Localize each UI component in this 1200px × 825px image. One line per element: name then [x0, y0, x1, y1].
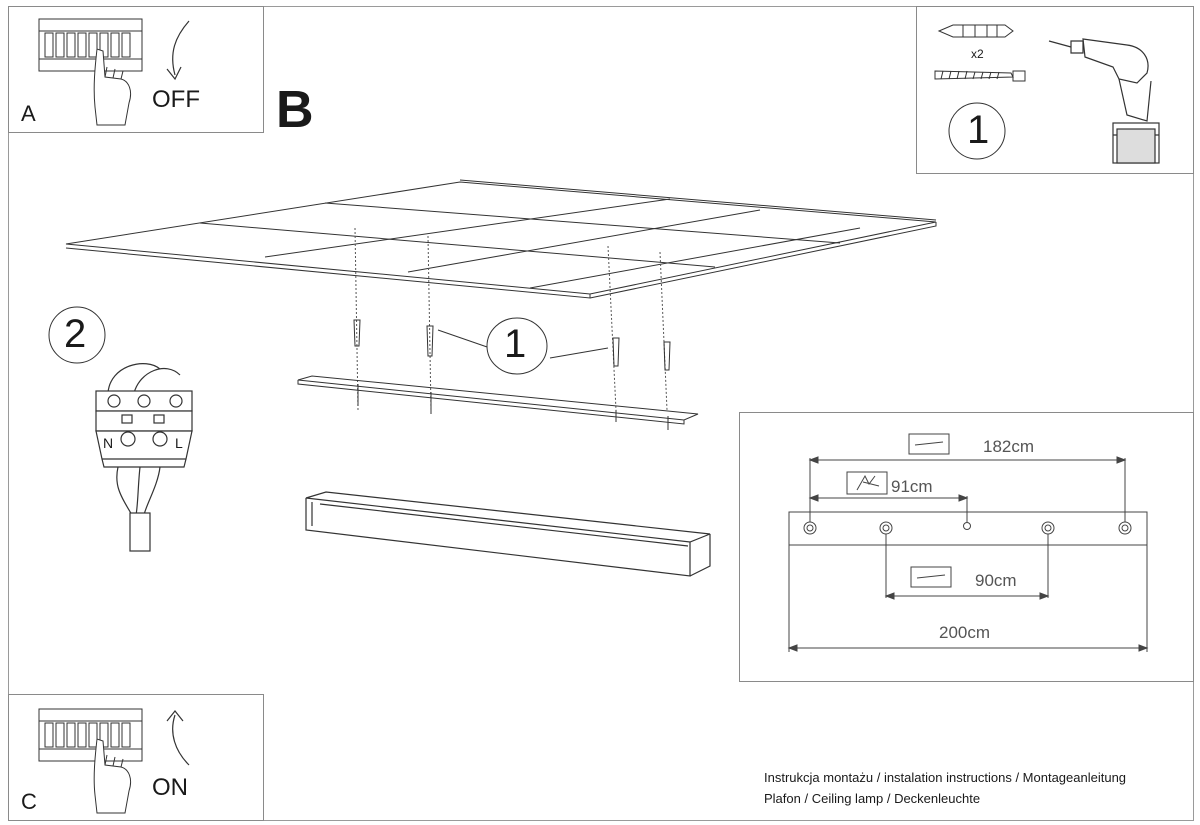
- panel-c: C ON: [8, 694, 264, 821]
- tools-panel: x2 1: [916, 6, 1194, 174]
- dimension-drawing: 182cm 91cm 90cm 200cm: [787, 433, 1149, 652]
- dimension-200: 200cm: [939, 623, 990, 642]
- step-1-circle: [948, 102, 1006, 160]
- wiring-step-number: 2: [64, 312, 87, 356]
- footer-product: Plafon / Ceiling lamp / Deckenleuchte: [764, 791, 981, 806]
- panel-c-letter: C: [21, 789, 37, 814]
- power-off-label: OFF: [152, 86, 200, 113]
- panel-a-letter: A: [21, 101, 36, 126]
- neutral-terminal-label: N: [103, 435, 114, 451]
- panel-b-letter: B: [276, 81, 314, 139]
- assembly-step-number: 1: [504, 322, 527, 366]
- footer-instructions: Instrukcja montażu / instalation instruc…: [764, 770, 1127, 785]
- dimension-91: 91cm: [891, 477, 933, 496]
- power-on-label: ON: [152, 774, 188, 801]
- live-terminal-label: L: [175, 435, 183, 451]
- ceiling-grid: [65, 179, 937, 430]
- step-2-circle: [48, 306, 106, 364]
- tools-step-number: 1: [967, 108, 990, 152]
- step-1-assembly-circle: [486, 317, 548, 375]
- dimension-182: 182cm: [983, 437, 1034, 456]
- fuse-box-on-icon: [38, 708, 190, 814]
- dowel-quantity: x2: [971, 47, 984, 61]
- fuse-box-off-icon: [38, 18, 190, 126]
- terminal-block-icon: [95, 363, 193, 552]
- dimension-90: 90cm: [975, 571, 1017, 590]
- drill-icon: [1048, 38, 1160, 164]
- dowel-icon: [937, 24, 1014, 38]
- screw-icon: [934, 70, 1026, 82]
- lamp-body: [305, 491, 711, 577]
- panel-a: A OFF: [8, 6, 264, 133]
